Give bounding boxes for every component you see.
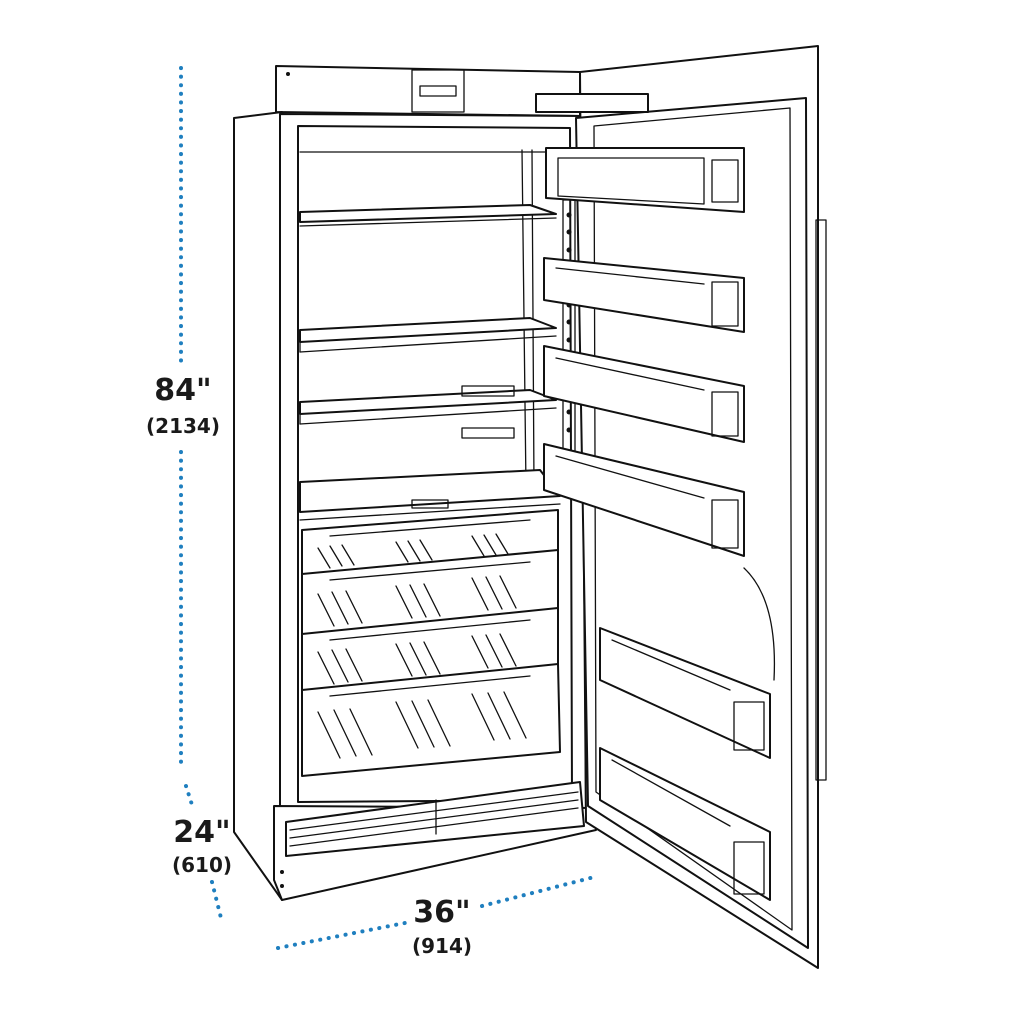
dimension-lines: [179, 66, 600, 950]
door-gasket-curve: [743, 567, 776, 681]
width-dimension-line-right: [480, 874, 600, 908]
door-bin-2[interactable]: [543, 257, 745, 333]
door-bin-6[interactable]: [599, 747, 771, 901]
top-screw: [286, 72, 290, 76]
shelf-1: [299, 204, 557, 227]
door-bin-3[interactable]: [543, 345, 745, 443]
cabinet-side-panel: [233, 111, 283, 901]
freezer-drawer-4[interactable]: [301, 663, 561, 777]
door-hinge: [535, 93, 649, 113]
depth-dimension-line-lower: [210, 880, 224, 924]
freezer-cabinet: [233, 65, 597, 901]
dimension-labels: 84" (2134) 24" (610) 36" (914): [146, 373, 472, 958]
width-dimension-line-left: [276, 920, 412, 950]
cabinet-top: [275, 65, 581, 117]
door-bin-1[interactable]: [545, 147, 745, 213]
depth-dimension-line-upper: [184, 784, 195, 810]
freezer-door[interactable]: [535, 45, 827, 969]
depth-metric-label: (610): [172, 853, 232, 877]
shelf-3: [299, 385, 557, 439]
toe-kick-grille[interactable]: [285, 781, 585, 857]
shelf-2: [299, 317, 557, 353]
door-bin-5[interactable]: [599, 627, 771, 759]
door-bin-4[interactable]: [543, 443, 745, 557]
depth-imperial-label: 24": [173, 815, 230, 850]
width-imperial-label: 36": [413, 895, 470, 930]
top-vent-slot: [419, 85, 457, 97]
top-vent: [411, 69, 465, 113]
width-metric-label: (914): [412, 934, 472, 958]
door-handle[interactable]: [815, 219, 827, 781]
height-metric-label: (2134): [146, 414, 220, 438]
height-imperial-label: 84": [154, 373, 211, 408]
